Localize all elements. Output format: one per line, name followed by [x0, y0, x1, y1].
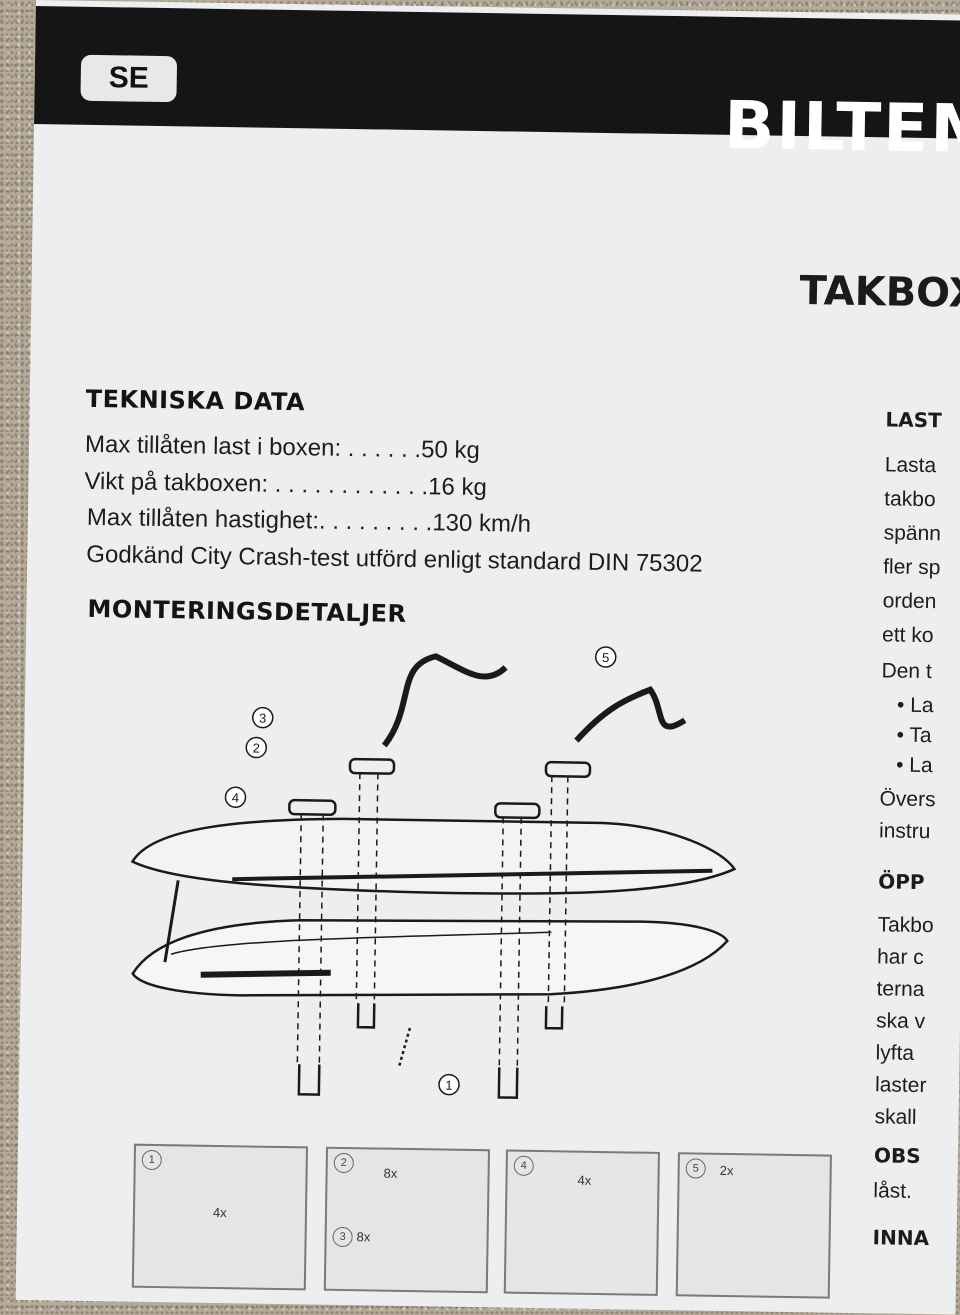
text-line: Takbo	[877, 913, 934, 938]
text-line: Lasta	[884, 453, 937, 478]
bullet-item: • La	[895, 753, 933, 778]
part-quantity: 8x	[356, 1229, 371, 1245]
text-line: orden	[882, 589, 937, 614]
part-quantity: 8x	[383, 1165, 398, 1181]
part-quantity: 4x	[577, 1172, 592, 1188]
part-number: 2	[333, 1152, 354, 1174]
text-line: laster	[874, 1073, 927, 1098]
product-title: TAKBOX	[799, 268, 960, 317]
callout-3-label: 3	[259, 711, 266, 726]
part-number: 4	[513, 1155, 534, 1176]
header-band: SE BILTEM	[34, 5, 960, 168]
text-line: terna	[876, 977, 925, 1002]
callout-2-label: 2	[253, 740, 260, 755]
callout-1-label: 1	[445, 1078, 452, 1093]
callout-2	[245, 736, 268, 759]
part-number: 3	[332, 1226, 353, 1248]
open-heading: ÖPP	[878, 869, 925, 895]
bullet-item: • Ta	[896, 723, 932, 748]
spec-crash-test: Godkänd City Crash-test utförd enligt st…	[86, 540, 703, 578]
callout-4-label: 4	[232, 790, 239, 805]
instruction-sheet: SE BILTEM TAKBOX TEKNISKA DATA Max tillå…	[15, 0, 960, 1315]
contents-heading: INNA	[872, 1225, 930, 1251]
language-badge: SE	[80, 54, 178, 103]
spec-max-speed: Max tillåten hastighet:. . . . . . . . .…	[86, 503, 532, 538]
callout-5	[595, 646, 617, 668]
callout-3	[252, 706, 274, 729]
text-line: ska v	[875, 1009, 926, 1034]
note-heading: OBS	[873, 1143, 921, 1169]
part-number: 1	[141, 1149, 162, 1171]
spec-max-load: Max tillåten last i boxen: . . . . . .50…	[84, 430, 481, 465]
callout-1	[438, 1073, 460, 1096]
tech-data-heading: TEKNISKA DATA	[85, 384, 306, 417]
part-quantity: 4x	[212, 1204, 227, 1221]
text-line: fler sp	[883, 555, 941, 580]
part-quantity: 2x	[719, 1162, 734, 1179]
spec-weight: Vikt på takboxen: . . . . . . . . . . . …	[84, 467, 488, 502]
text-line: Den t	[881, 659, 932, 684]
text-line: instru	[878, 819, 931, 844]
text-line: har c	[876, 945, 924, 970]
text-line: skall	[874, 1105, 917, 1129]
part-number: 5	[685, 1158, 706, 1179]
bullet-item: • La	[896, 693, 934, 718]
part-box-5: 5 2x	[675, 1152, 832, 1299]
right-column-text: LAST Lasta takbo spänn fler sp orden ett…	[872, 13, 960, 1250]
text-line: lyfta	[875, 1041, 915, 1065]
brand-logo: BILTEM	[723, 86, 960, 169]
part-box-1: 1 4x	[131, 1143, 309, 1291]
part-box-2-3: 2 8x 3 8x	[323, 1146, 491, 1294]
callout-5-label: 5	[602, 650, 609, 665]
part-box-4: 4 4x	[503, 1149, 660, 1296]
text-line: Övers	[879, 787, 936, 812]
text-line: ett ko	[881, 623, 934, 648]
text-line: takbo	[884, 487, 936, 512]
roof-box-exploded-diagram: 3 2 4 5 1	[130, 646, 737, 1099]
load-heading: LAST	[885, 407, 942, 433]
text-line: låst.	[873, 1179, 913, 1203]
callout-4	[224, 786, 247, 808]
text-line: spänn	[883, 521, 942, 546]
